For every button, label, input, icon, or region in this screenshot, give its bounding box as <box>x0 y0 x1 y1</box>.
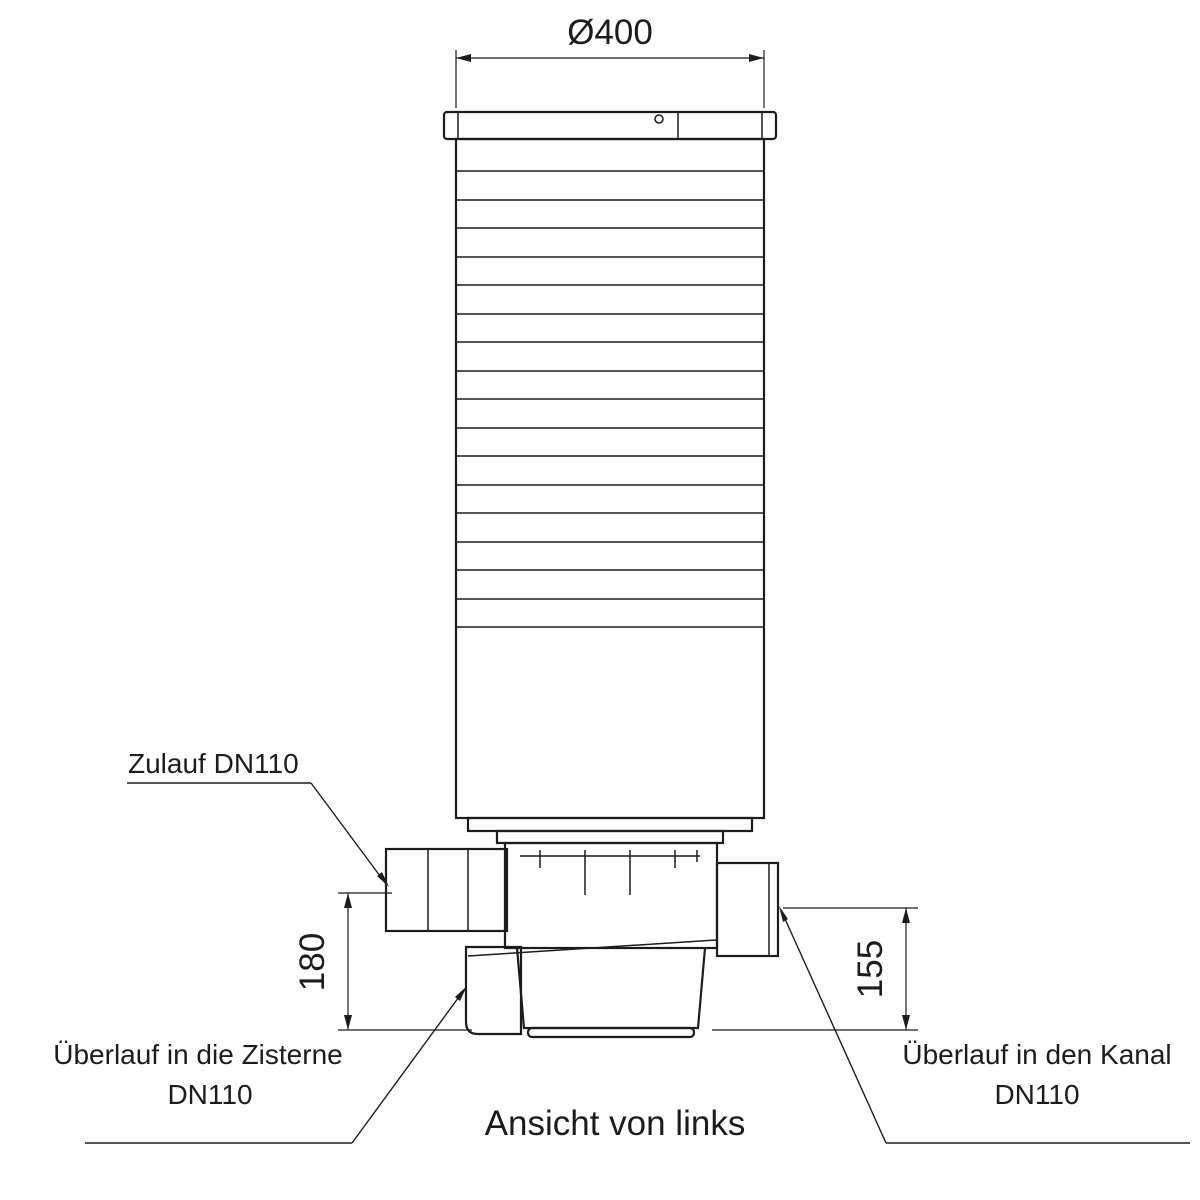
collar-step-2 <box>495 829 725 845</box>
arrowhead-down-icon <box>344 1015 352 1030</box>
cistern-overflow-label-line2: DN110 <box>167 1079 252 1110</box>
leader-line <box>351 989 465 1144</box>
tank-cylinder <box>454 137 766 820</box>
inlet-label: Zulauf DN110 <box>128 748 299 779</box>
arrowhead-up-icon <box>902 908 910 923</box>
leader-inlet: Zulauf DN110 <box>127 748 389 887</box>
funnel-foot <box>526 1026 696 1039</box>
leader-cistern-overflow: Überlauf in die Zisterne DN110 <box>53 986 467 1144</box>
lid-outline <box>442 110 778 141</box>
arrowhead-right-icon <box>749 54 764 62</box>
leader-arrowhead-icon <box>779 906 788 922</box>
arrowhead-left-icon <box>456 54 471 62</box>
tank-lid <box>442 110 778 141</box>
view-caption: Ansicht von links <box>485 1104 746 1143</box>
right-height-dimension-text: 155 <box>851 940 890 998</box>
leader-arrowhead-icon <box>377 872 389 887</box>
arrowhead-down-icon <box>902 1015 910 1030</box>
channel-overflow-label-line2: DN110 <box>994 1079 1079 1110</box>
dimension-155: 155 <box>712 907 918 1031</box>
cistern-overflow-label-line1: Überlauf in die Zisterne <box>53 1039 342 1070</box>
leader-line <box>310 782 387 885</box>
lid-hole <box>654 114 664 124</box>
filter-housing <box>467 841 719 957</box>
leader-channel-overflow: Überlauf in den Kanal DN110 <box>779 906 1190 1144</box>
inlet-pipe <box>384 847 509 933</box>
funnel-outline <box>515 947 707 1030</box>
channel-outlet-outline <box>715 861 780 958</box>
housing-body <box>503 841 719 950</box>
sloped-internal-pipe <box>467 939 717 957</box>
leader-arrowhead-icon <box>455 986 467 1001</box>
leader-line <box>780 909 887 1144</box>
diameter-dimension-text: Ø400 <box>567 13 653 52</box>
cylinder-ribs <box>456 170 764 628</box>
cistern-outlet-outline <box>464 945 523 1036</box>
left-height-dimension-text: 180 <box>293 933 332 991</box>
dimension-diameter: Ø400 <box>455 13 765 108</box>
channel-overflow-label-line1: Überlauf in den Kanal <box>902 1039 1171 1070</box>
inlet-pipe-outline <box>384 847 509 933</box>
collar-step-1 <box>466 816 754 833</box>
outlet-funnel <box>515 947 707 1039</box>
channel-outlet-pipe <box>715 861 780 958</box>
cylinder-body <box>454 137 766 820</box>
arrowhead-up-icon <box>344 893 352 908</box>
dimension-180: 180 <box>293 892 472 1031</box>
bottom-collar <box>466 816 754 845</box>
cistern-outlet-box <box>464 945 523 1036</box>
